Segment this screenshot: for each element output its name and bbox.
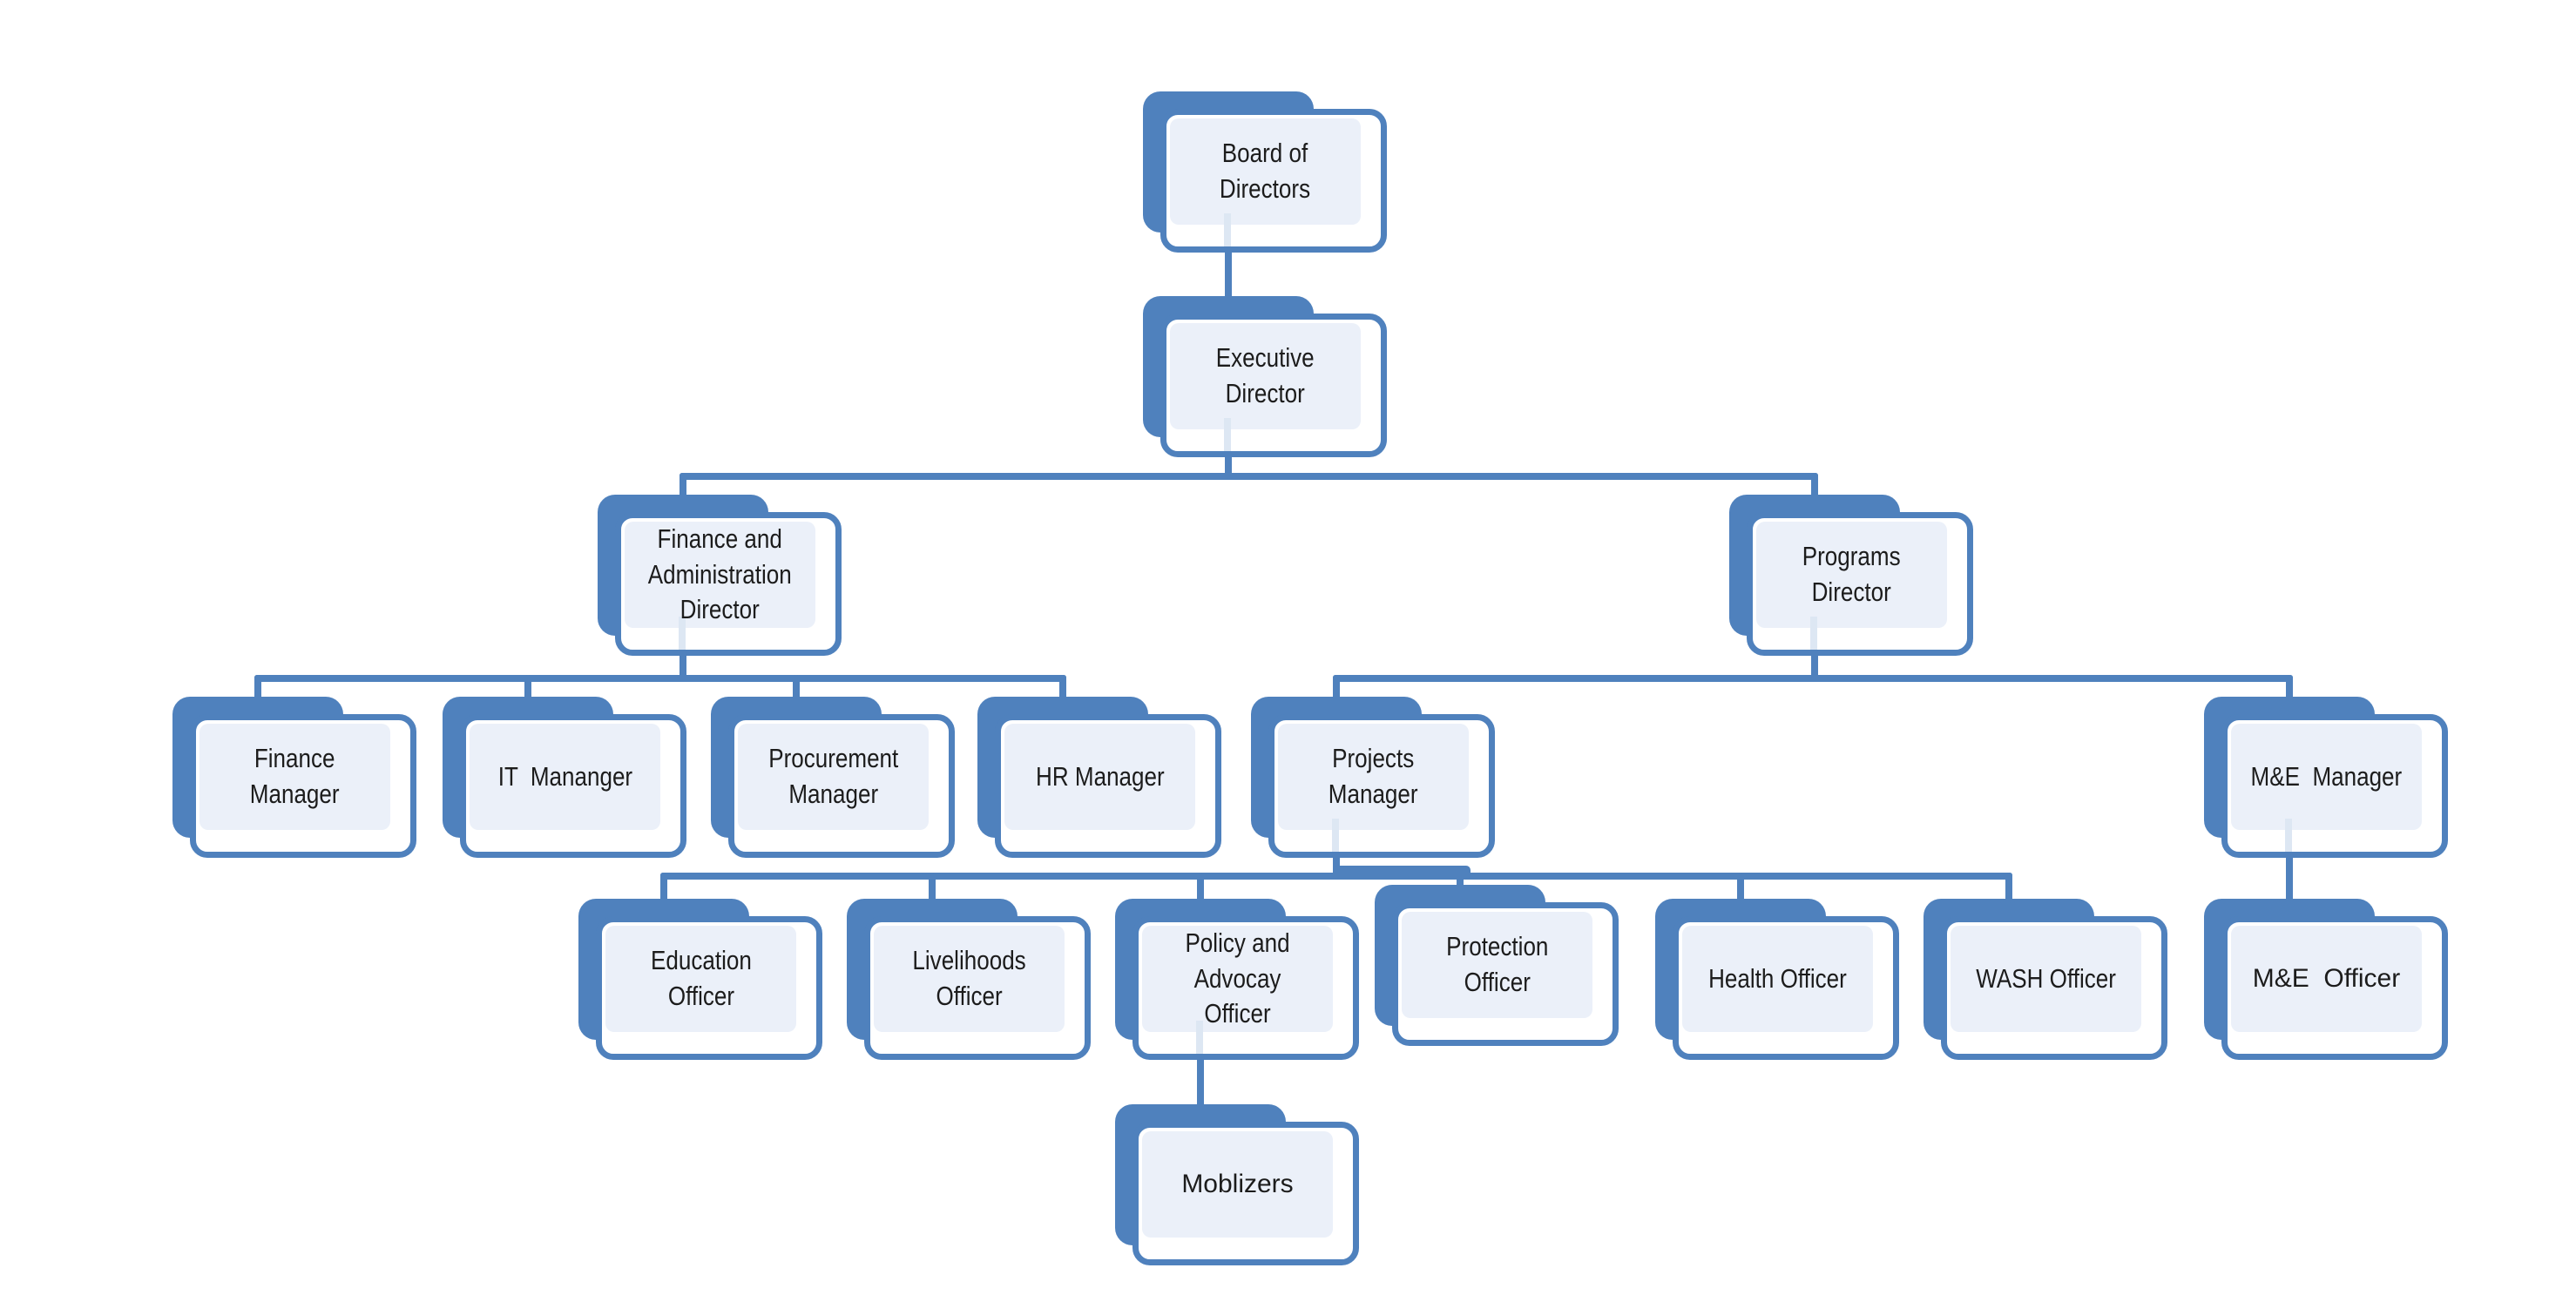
node-label: Projects Manager [1329,743,1418,809]
node-label: IT Mananger [497,760,632,792]
connector-segment [1332,675,1340,700]
node-panel [1170,323,1361,429]
node-label: Protection Officer [1445,931,1549,997]
connector-segment [679,653,686,682]
connector-segment [1810,473,1818,498]
node-label: Health Officer [1708,962,1847,994]
org-node-edu_off[interactable]: Education Officer [578,899,822,1060]
connector-segment [2005,873,2012,902]
org-node-wash_off[interactable]: WASH Officer [1924,899,2167,1060]
node-label: Finance and Administration Director [647,523,792,625]
node-panel [470,724,660,830]
node-panel [1682,926,1873,1032]
org-node-finance_mgr[interactable]: Finance Manager [172,697,416,858]
node-panel [1170,118,1361,225]
org-node-health_off[interactable]: Health Officer [1655,899,1899,1060]
connector-segment [1332,675,2293,682]
node-label: Programs Director [1802,541,1901,607]
org-node-projects_mgr[interactable]: Projects Manager [1251,697,1495,858]
node-panel [605,926,796,1032]
connector-segment [1456,873,1464,888]
node-label: HR Manager [1035,760,1165,792]
node-panel [874,926,1065,1032]
node-panel [1756,522,1947,628]
node-label: M&E Officer [2252,964,2401,994]
node-label: Livelihoods Officer [912,945,1026,1011]
node-panel [2231,724,2422,830]
connector-segment [1736,873,1744,902]
node-panel [1951,926,2141,1032]
connector-segment [254,675,261,700]
connector-segment [1810,653,1818,682]
org-node-me_mgr[interactable]: M&E Manager [2204,697,2448,858]
node-connector-hint [1810,617,1817,650]
org-node-exec[interactable]: Executive Director [1143,296,1387,457]
node-panel [738,724,929,830]
node-panel [1004,724,1195,830]
org-node-moblizers[interactable]: Moblizers [1115,1104,1359,1265]
connector-segment [659,873,667,902]
org-node-prog[interactable]: Programs Director [1729,495,1973,656]
org-node-board[interactable]: Board of Directors [1143,91,1387,253]
node-panel [625,522,815,628]
connector-segment [1224,455,1232,480]
org-node-me_off[interactable]: M&E Officer [2204,899,2448,1060]
node-panel [1278,724,1469,830]
connector-segment [1196,873,1204,902]
node-label: Procurement Manager [767,743,899,809]
node-connector-hint [1224,418,1231,451]
node-label: Executive Director [1216,342,1315,408]
connector-segment [679,473,686,498]
node-connector-hint [679,617,686,650]
connector-segment [1224,250,1232,299]
connector-segment [524,675,531,700]
org-node-live_off[interactable]: Livelihoods Officer [847,899,1091,1060]
connector-segment [254,675,1066,682]
org-node-hr_mgr[interactable]: HR Manager [977,697,1221,858]
node-label: Finance Manager [250,743,340,809]
connector-overlap-segment [1333,866,1471,879]
node-connector-hint [1224,213,1231,246]
connector-segment [928,873,936,902]
node-connector-hint [1196,1021,1203,1054]
node-panel [199,724,390,830]
connector-segment [679,473,1818,480]
connector-segment [2285,855,2293,901]
node-panel [1142,1131,1333,1238]
connector-segment [1058,675,1066,700]
node-label: Policy and Advocay Officer [1185,927,1290,1029]
node-label: Education Officer [650,945,752,1011]
node-panel [2231,926,2422,1032]
node-label: Moblizers [1181,1170,1294,1199]
node-panel [1142,926,1333,1032]
org-node-policy_off[interactable]: Policy and Advocay Officer [1115,899,1359,1060]
org-node-it_mgr[interactable]: IT Mananger [443,697,686,858]
node-label: M&E Manager [2250,760,2403,792]
node-panel [1402,912,1592,1018]
node-label: Board of Directors [1220,138,1311,204]
org-node-fad[interactable]: Finance and Administration Director [598,495,842,656]
org-node-prot_off[interactable]: Protection Officer [1375,885,1619,1046]
node-connector-hint [2285,819,2292,852]
connector-segment [2285,675,2293,700]
node-connector-hint [1332,819,1339,852]
connector-segment [1196,1057,1204,1107]
node-label: WASH Officer [1976,962,2116,994]
connector-segment [792,675,800,700]
org-node-proc_mgr[interactable]: Procurement Manager [711,697,955,858]
